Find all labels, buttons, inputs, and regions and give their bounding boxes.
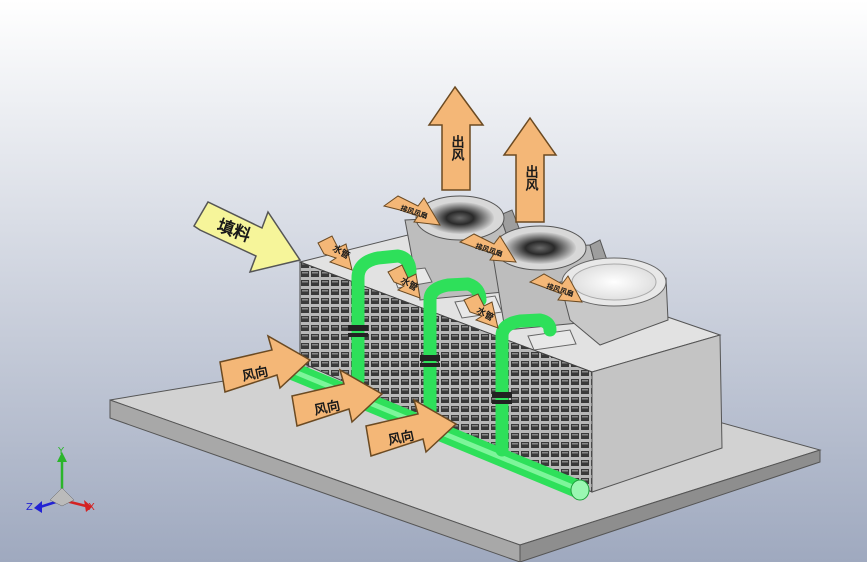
- pipe-end: [570, 479, 590, 501]
- water-pipe-arrow-1: 水管: [317, 235, 353, 271]
- wind-arrow-3: 风向: [365, 398, 458, 457]
- fan-outlet-arrow-3: 排风风扇: [528, 273, 583, 303]
- exhaust-arrow-1: 出风: [427, 85, 485, 191]
- wind-label-3: 风向: [387, 428, 416, 449]
- axis-triad: Y X Z: [26, 446, 95, 513]
- exhaust-label-1: 出风: [449, 134, 465, 162]
- wind-label-2: 风向: [313, 398, 342, 419]
- axis-y-label: Y: [57, 446, 65, 457]
- wind-label-1: 风向: [241, 364, 270, 385]
- wind-arrow-1: 风向: [219, 334, 312, 393]
- wind-arrow-2: 风向: [291, 368, 384, 427]
- pipe-clamps: [348, 325, 512, 404]
- exhaust-arrow-2: 出风: [502, 116, 558, 223]
- axis-x-label: X: [88, 502, 95, 513]
- water-pipe-arrow-3: 水管: [463, 293, 499, 329]
- exhaust-label-2: 出风: [523, 164, 539, 192]
- axis-z-label: Z: [26, 502, 33, 513]
- water-pipe-arrow-2: 水管: [387, 264, 421, 299]
- fan-3: [559, 257, 669, 346]
